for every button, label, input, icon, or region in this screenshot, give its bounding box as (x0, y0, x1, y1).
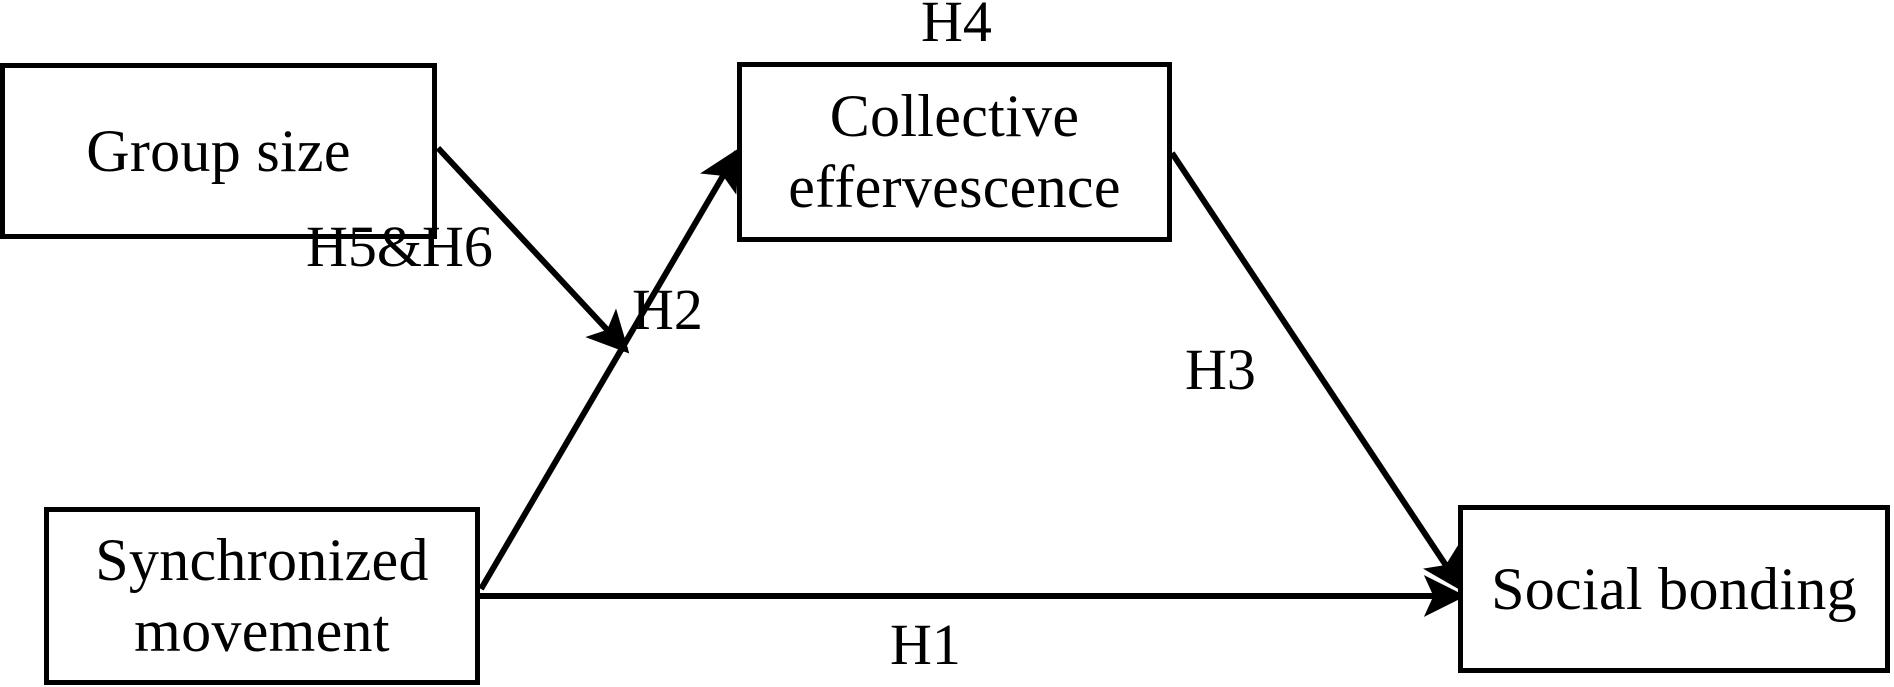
node-social-bonding[interactable]: Social bonding (1458, 505, 1890, 673)
edge-line-h5h6 (435, 145, 630, 354)
edge-line-h3 (1169, 151, 1464, 592)
edge-line-h2 (478, 147, 740, 591)
node-synchronized-movement-label: Synchronized movement (95, 527, 429, 664)
node-social-bonding-label: Social bonding (1491, 555, 1857, 622)
node-collective-effervescence-label: Collective effervescence (788, 83, 1121, 220)
edge-label-h2: H2 (632, 277, 703, 342)
node-collective-effervescence[interactable]: Collective effervescence (737, 62, 1172, 242)
node-synchronized-movement[interactable]: Synchronized movement (44, 507, 480, 685)
edge-label-h3: H3 (1185, 337, 1256, 402)
edge-label-h5h6: H5&H6 (306, 214, 493, 279)
node-group-size[interactable]: Group size (0, 63, 437, 239)
edge-label-h4: H4 (921, 0, 992, 54)
edge-label-h1: H1 (890, 612, 961, 677)
node-group-size-label: Group size (86, 117, 351, 184)
